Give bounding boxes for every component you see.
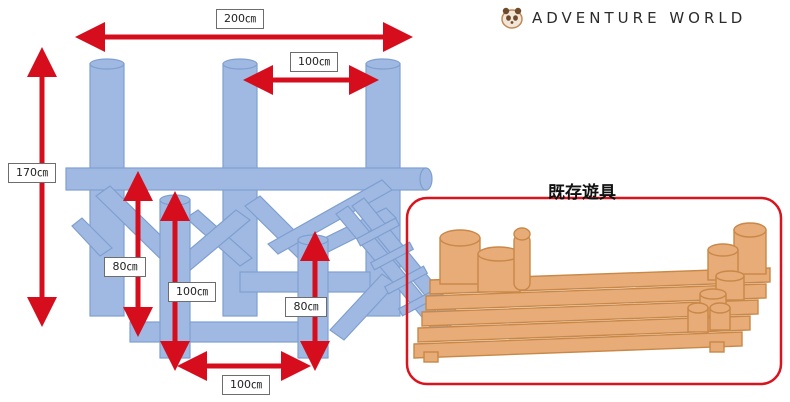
brace-right-1: [267, 179, 393, 255]
label-front-post-height: 100㎝: [168, 282, 216, 302]
label-height: 170㎝: [8, 163, 56, 183]
existing-equipment-frame: [405, 196, 783, 386]
back-post-center-top: [222, 58, 258, 70]
back-post-left-top: [89, 58, 125, 70]
ladder-rung-1: [355, 217, 401, 247]
brand-logo: ADVENTURE WORLD: [500, 6, 746, 30]
brand-name: ADVENTURE WORLD: [532, 9, 747, 27]
label-post-spacing-bottom: 100㎝: [222, 375, 270, 395]
lower-rail: [129, 321, 327, 343]
front-post-right-top: [297, 234, 329, 246]
new-play-structure: [65, 58, 463, 359]
top-beam-end: [419, 167, 433, 191]
plank-3: [421, 299, 759, 327]
foot-left: [423, 351, 439, 363]
front-post-left-top: [159, 194, 191, 206]
label-right-post-height: 80㎝: [285, 297, 327, 317]
label-post-spacing-top: 100㎝: [290, 52, 338, 72]
plank-4: [417, 315, 751, 343]
label-platform-height: 80㎝: [104, 257, 146, 277]
plank-5: [413, 331, 743, 359]
brace-stub: [71, 217, 113, 257]
ladder-rung-2: [369, 241, 415, 271]
existing-equipment-label: 既存遊具: [548, 183, 616, 203]
panda-icon: [501, 7, 523, 29]
plank-2: [425, 283, 767, 311]
back-post-right-top: [365, 58, 401, 70]
existing-equipment: [413, 222, 771, 363]
dimension-arrows: [27, 22, 413, 381]
foot-right: [709, 341, 725, 353]
label-overall-width: 200㎝: [216, 9, 264, 29]
